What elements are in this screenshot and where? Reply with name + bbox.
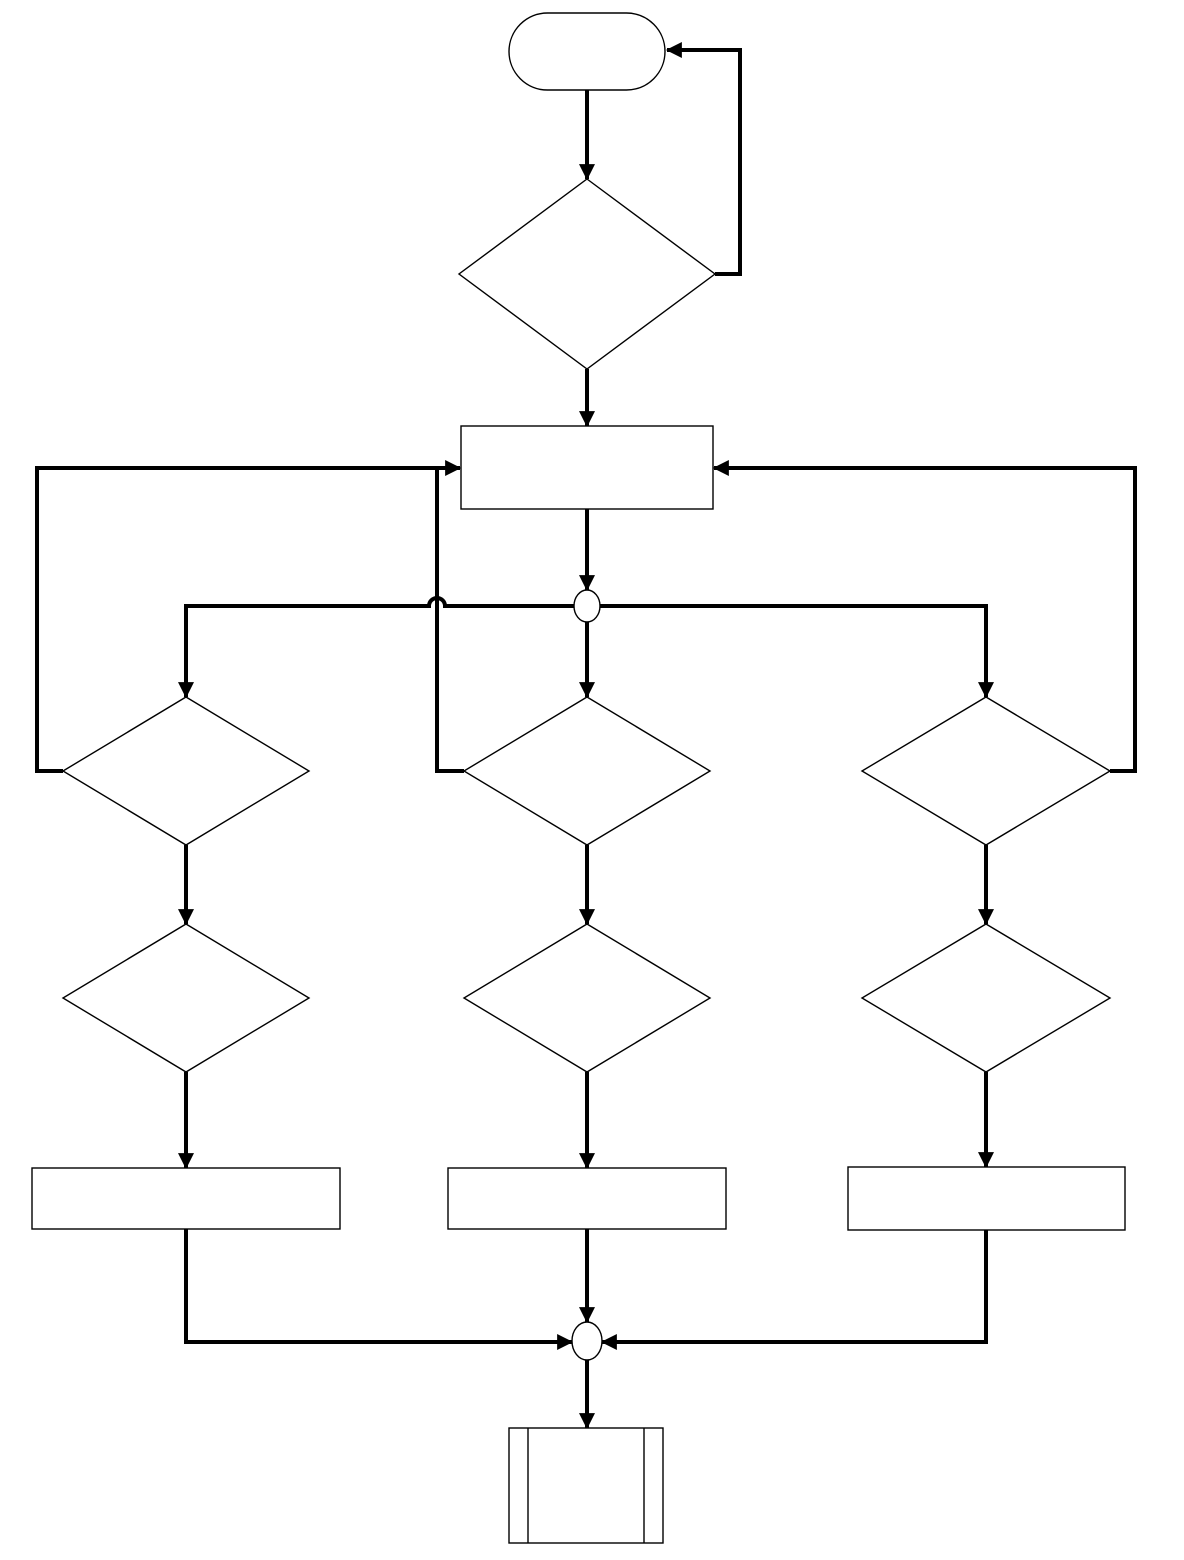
- node-start-terminator: [508, 12, 666, 91]
- edge-split-to-right-decision-1: [600, 604, 994, 699]
- node-main-process: [460, 425, 714, 510]
- node-left-decision-2: [61, 923, 311, 1073]
- edge-left-process-to-merge: [184, 1229, 574, 1350]
- edge-middle-decision-1-return-to-main-process: [435, 468, 464, 773]
- node-left-process: [31, 1167, 341, 1230]
- edge-right-process-to-merge: [600, 1230, 988, 1350]
- node-left-decision-1: [61, 696, 311, 846]
- node-middle-decision-2: [462, 923, 712, 1073]
- node-main-decision: [457, 178, 717, 370]
- edge-left-decision-1-return-to-main-process: [35, 460, 462, 773]
- node-end-predefined-process: [508, 1427, 664, 1544]
- edge-right-decision-1-return-to-main-process: [712, 460, 1137, 773]
- node-branch-split-connector: [573, 589, 601, 623]
- node-end-predefined-process: [508, 1427, 664, 1544]
- edge-main-decision-loop-to-start: [665, 42, 742, 276]
- node-right-decision-1: [860, 696, 1112, 846]
- edges-layer: [35, 42, 1137, 1430]
- node-middle-decision-1: [462, 696, 712, 846]
- node-merge-connector: [571, 1321, 603, 1361]
- node-right-process: [847, 1166, 1126, 1231]
- node-right-decision-2: [860, 923, 1112, 1073]
- edge-split-to-left-decision-1: [178, 596, 574, 699]
- nodes-layer: [31, 12, 1126, 1544]
- node-middle-process: [447, 1167, 727, 1230]
